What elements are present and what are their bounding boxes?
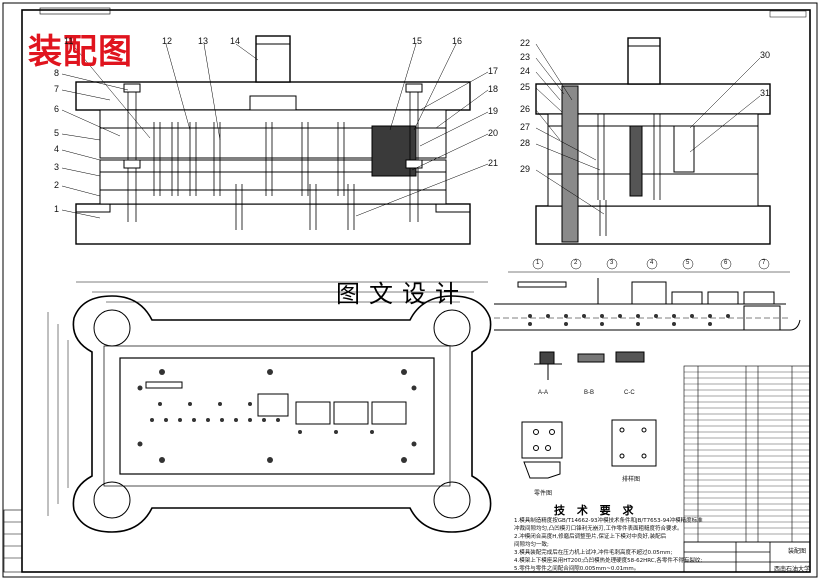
callout: 4	[54, 144, 60, 154]
section-label: B-B	[584, 390, 595, 396]
callout: 16	[452, 36, 463, 46]
callout: 20	[488, 128, 499, 138]
strip-station-label: 7	[762, 260, 766, 266]
callout: 30	[760, 50, 771, 60]
strip-layout	[494, 258, 801, 331]
sheet-inner-border	[21, 9, 811, 573]
callout: 19	[488, 106, 499, 116]
strip-station-label: 4	[650, 260, 654, 266]
callout: 11	[64, 36, 74, 46]
top-left-stamp	[39, 7, 111, 15]
callout: 27	[520, 122, 531, 132]
title-block-school: 西南石油大学	[774, 567, 811, 573]
callout: 17	[488, 66, 499, 76]
callout: 29	[520, 164, 531, 174]
strip-station-label: 2	[574, 260, 578, 266]
strip-station-label: 3	[610, 260, 614, 266]
blank-drawing-label: 排样图	[622, 477, 641, 483]
requirements-line: 间隙均匀一致;	[514, 542, 549, 548]
callout: 24	[520, 66, 531, 76]
requirements-line: 3.模具装配完成后在压力机上试冲,冲件毛刺高度不超过0.05mm;	[514, 550, 673, 556]
requirements-title: 技 术 要 求	[554, 504, 638, 517]
callout: 25	[520, 82, 531, 92]
strip-station-label: 1	[536, 260, 540, 266]
requirements-line: 5.零件与零件之间配合间隙0.005mm~0.01mm。	[514, 566, 640, 572]
callout: 31	[760, 88, 771, 98]
part-drawing-label: 零件图	[534, 491, 553, 497]
callout: 7	[54, 84, 60, 94]
left-label-strip	[3, 509, 23, 573]
callout: 6	[54, 104, 60, 114]
strip-station-label: 5	[686, 260, 690, 266]
callout: 13	[198, 36, 209, 46]
callout: 14	[230, 36, 241, 46]
callout: 3	[54, 162, 60, 172]
requirements-line: 4.模架上下模座采用HT200;凸凹模热处理硬度58-62HRC,各零件不得有裂…	[514, 558, 703, 564]
callout: 5	[54, 128, 60, 138]
assembly-drawing-title: 装配图	[28, 32, 133, 72]
callout: 12	[162, 36, 173, 46]
callout: 2	[54, 180, 60, 190]
callout: 1	[54, 204, 60, 214]
top-right-stamp	[769, 10, 807, 18]
callout: 8	[54, 68, 60, 78]
section-label: C-C	[624, 390, 635, 396]
callout: 22	[520, 38, 531, 48]
requirements-line: 1.模具制造精度按GB/T14662-93冲模技术条件和JB/T7653-94冲…	[514, 518, 703, 524]
strip-station-label: 6	[724, 260, 728, 266]
callout: 28	[520, 138, 531, 148]
callout: 23	[520, 52, 531, 62]
bom-table	[683, 365, 811, 543]
part-drawings	[521, 419, 657, 479]
callout: 21	[488, 158, 499, 168]
plan-view	[47, 281, 492, 533]
section-details	[534, 351, 645, 380]
main-section-view	[61, 35, 489, 245]
side-section-view	[535, 37, 771, 245]
requirements-line: 冲裁间隙均匀,凸凹模刃口锋利无崩刃,工作零件表面粗糙度符合要求。	[514, 526, 683, 532]
callout: 26	[520, 104, 531, 114]
design-watermark-text: 图文设计	[336, 280, 468, 308]
section-label: A-A	[538, 390, 549, 396]
title-block	[683, 541, 811, 573]
callout: 15	[412, 36, 423, 46]
title-block-drawing-name: 装配图	[788, 549, 807, 555]
callout: 18	[488, 84, 499, 94]
requirements-line: 2.冲模闭合高度H,修磨后调整垫片,保证上下模对中良好,装配后	[514, 534, 667, 540]
